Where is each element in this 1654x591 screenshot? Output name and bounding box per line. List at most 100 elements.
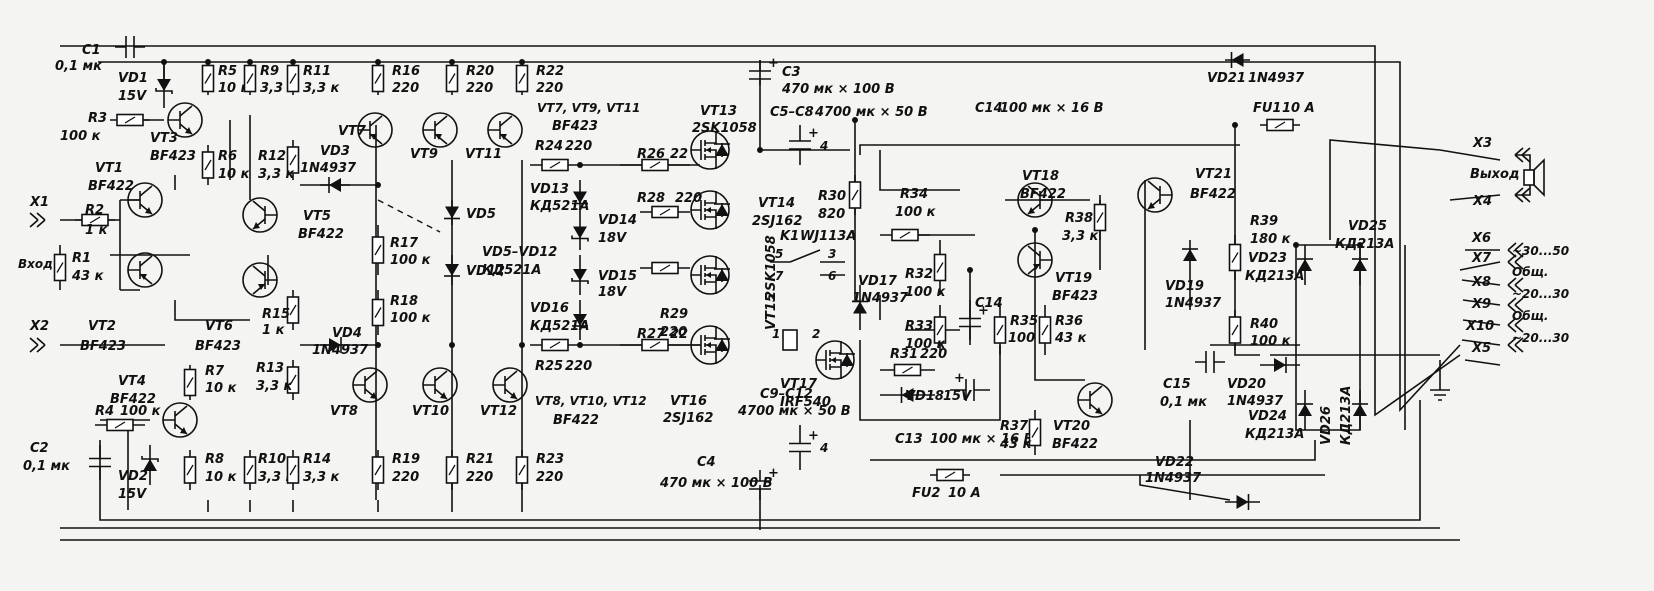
wire [571,278,589,284]
label-r11: R11 [303,64,331,79]
label-r28: R28 [637,191,665,206]
label-r13v: 3,3 к [256,379,294,394]
wire [1078,391,1091,409]
label-vt16: VT16 [670,394,707,409]
r7-resistor [183,365,197,400]
label-vd24t: КД213А [1245,427,1304,442]
label-c4: C4 [697,455,716,470]
vd4-diode [320,337,350,353]
k1-coil [782,329,798,351]
label-r12: R12 [258,149,286,164]
label-vd12: VD12 [466,264,505,279]
wire [749,480,771,490]
wire [1295,139,1441,431]
label-r17: R17 [390,236,419,251]
label-vd1v: 15V [118,89,147,104]
label-vd15v: 18V [598,285,627,300]
vt9-transistor [422,112,458,148]
label-r20: R20 [466,64,494,79]
wire [789,140,811,150]
label-vt15t: 2SK1058 [764,235,779,300]
r25-resistor [530,338,580,352]
label-x8t: ~20...30 [1512,287,1569,301]
wire [1039,251,1052,269]
r37-resistor [1028,410,1042,455]
x2-terminal [29,337,46,353]
label-r5: R5 [218,64,237,79]
polarity-plus: + [808,429,819,444]
r8-resistor [183,450,197,490]
label-vd5_12: VD5–VD12 [482,245,557,260]
label-r18: R18 [390,294,418,309]
r35-resistor [993,305,1007,355]
vt17-mosfet [815,340,855,380]
wire [168,111,181,129]
vt4-transistor [162,402,198,438]
label-vt2t: BF423 [80,339,126,354]
label-r27v: 22 [670,327,688,342]
label-r19v: 220 [392,470,419,485]
label-vt79: VT7, VT9, VT11 [537,101,640,115]
label-r17v: 100 к [390,253,432,268]
label-c13: C13 [895,432,923,447]
label-vt16t: 2SJ162 [663,411,713,426]
wire [1507,242,1524,258]
label-r3v: 100 к [60,129,102,144]
r5-resistor [201,62,215,95]
label-x6t: ~30...50 [1512,244,1569,258]
wire [155,88,173,94]
label-c15v: 0,1 мк [1160,395,1208,410]
r6-resistor [201,145,215,185]
label-x4: X4 [1472,194,1492,209]
vt16-mosfet [690,325,730,365]
wire [128,191,141,209]
label-r15: R15 [262,307,290,322]
label-vt12: VT12 [480,404,517,419]
r22-resistor [515,62,529,95]
label-r39: R39 [1250,214,1278,229]
label-r4v: 100 к [120,404,162,419]
wire [749,70,771,80]
r10-resistor [243,450,257,490]
wire [1430,375,1450,401]
label-r6: R6 [218,149,237,164]
vt21-transistor [1137,177,1173,213]
label-vd21t: 1N4937 [1248,71,1305,86]
label-vd22: VD22 [1155,455,1194,470]
label-r25v: 220 [565,359,592,374]
label-vd3t: 1N4937 [300,161,357,176]
polarity-plus: + [768,466,779,481]
r30-resistor [848,175,862,215]
label-r16v: 220 [392,81,419,96]
label-vd25: VD25 [1348,219,1387,234]
vd16-diode [572,300,588,340]
label-vd26t: КД213А [1339,386,1354,445]
label-k1: K1 [780,229,799,244]
r23-resistor [515,450,529,490]
polarity-plus: + [978,304,989,319]
vt17-body-diode [839,353,855,367]
label-r32v: 100 к [905,285,947,300]
label-fu1v: 10 А [1282,101,1315,116]
vd25-diode [1352,245,1368,285]
label-vt3t: BF423 [150,149,196,164]
label-vt2: VT2 [88,319,116,334]
vd21-diode [1225,52,1250,68]
vd24-diode [1297,390,1313,430]
label-r18v: 100 к [390,311,432,326]
r17-resistor [371,225,385,275]
label-r11v: 3,3 к [303,81,341,96]
label-x10: X10 [1465,319,1494,334]
label-k1p7: 7 [775,269,784,283]
wire [60,45,1461,541]
wire [29,337,46,353]
vt13-body-diode [714,143,730,157]
label-c9c12v: 4700 мк × 50 В [737,404,851,419]
x9-terminal [1507,297,1524,313]
wire [353,376,366,394]
r16-resistor [371,62,385,95]
x3-terminal [1514,147,1531,163]
label-r26v: 22 [670,147,688,162]
label-vt18t: BF422 [1020,187,1066,202]
